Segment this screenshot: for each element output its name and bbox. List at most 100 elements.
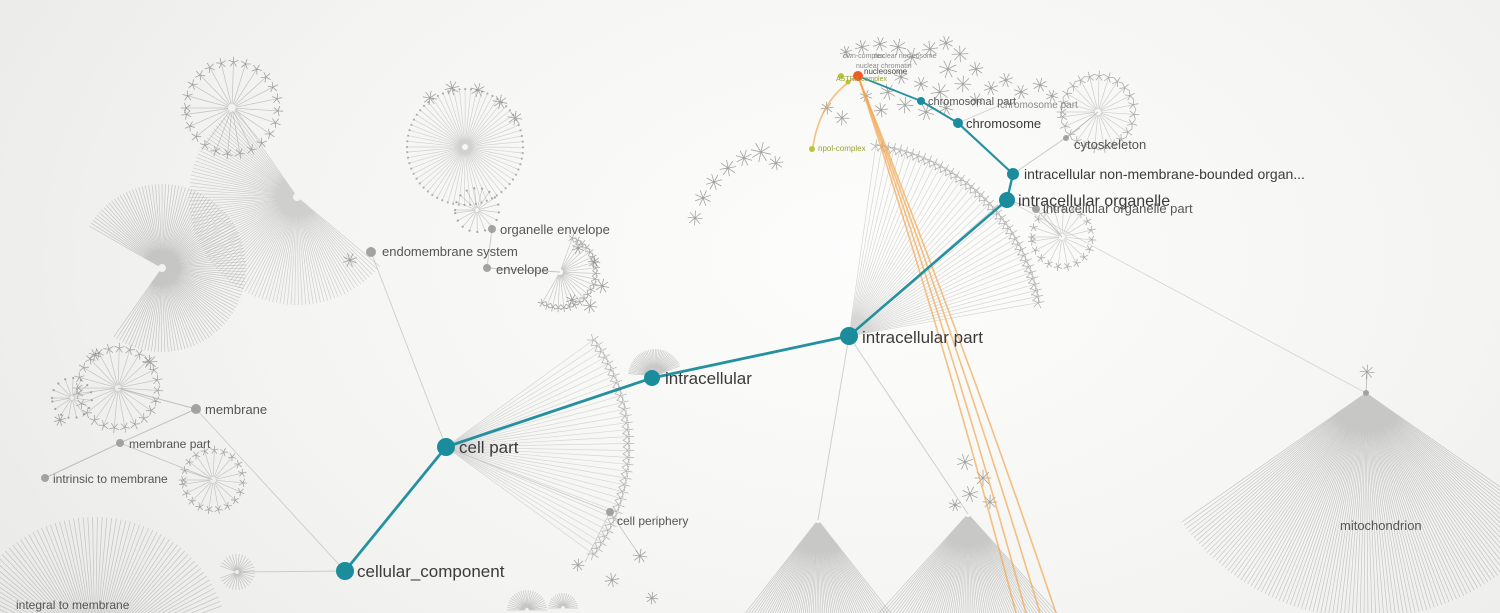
node-flower: [834, 110, 850, 126]
label-intracellular-non-membrane-bounded-organelle[interactable]: intracellular non-membrane-bounded organ…: [1024, 166, 1305, 182]
label-npol-complex[interactable]: npol-complex: [818, 144, 866, 153]
small-disc-bottom: [219, 553, 255, 591]
label-chromosome[interactable]: chromosome: [966, 116, 1041, 131]
graph-edge: [445, 446, 611, 513]
label-astra-complex[interactable]: ASTRA complex: [836, 76, 887, 83]
node-cell-periphery-node[interactable]: [606, 508, 614, 516]
node-flower: [582, 298, 598, 314]
node-flower: [604, 572, 620, 588]
cluster-fan-topleft-tips: [180, 56, 284, 160]
label-intrinsic-to-membrane[interactable]: intrinsic to membrane: [53, 472, 168, 486]
node-nucleosome[interactable]: [853, 71, 863, 81]
label-organelle-envelope[interactable]: organelle envelope: [500, 222, 610, 237]
mitochondrion-fan: [1181, 394, 1500, 613]
node-membrane-part-node[interactable]: [116, 439, 124, 447]
label-chromosomal-part[interactable]: chromosomal part: [928, 96, 1016, 108]
label-cellular-component[interactable]: cellular_component: [357, 562, 505, 581]
orange-edge-layer: [812, 75, 1057, 613]
node-flower: [572, 242, 584, 254]
label-intracellular-part[interactable]: intracellular part: [862, 328, 983, 347]
highlight-edge: [445, 376, 653, 449]
cluster-fan-mid-dandelion-tips: [405, 87, 525, 207]
node-flower: [492, 94, 508, 110]
node-flower: [839, 45, 853, 59]
node-flower: [854, 39, 870, 55]
node-endomembrane-system-node[interactable]: [366, 247, 376, 257]
node-layer: [41, 71, 1369, 580]
node-flower: [687, 210, 703, 226]
node-flower: [968, 61, 984, 77]
membrane-cluster-small-tips: [50, 376, 94, 419]
graph-edge: [195, 408, 346, 572]
label-intracellular-organelle[interactable]: intracellular organelle: [1018, 193, 1170, 210]
node-astra-complex-node-2[interactable]: [845, 79, 851, 85]
node-chromosomal-part[interactable]: [917, 97, 925, 105]
node-npol-complex-node[interactable]: [809, 146, 815, 152]
label-intracellular-organelle-part[interactable]: intracellular organelle part: [1043, 201, 1193, 216]
graph-edge: [370, 251, 447, 448]
label-layer: cellular_component cell part intracellular…: [16, 53, 1422, 612]
node-flower: [914, 77, 928, 91]
node-intracellular-organelle-part-node[interactable]: [1032, 205, 1040, 213]
node-intracellular[interactable]: [644, 370, 660, 386]
node-intracellular-non-membrane-bounded-organelle[interactable]: [1007, 168, 1019, 180]
node-chromosome[interactable]: [953, 118, 963, 128]
label-nuclear-chromatin[interactable]: nuclear chromatin: [856, 63, 912, 70]
label-intracellular[interactable]: intracellular: [665, 369, 752, 388]
node-flower: [957, 454, 973, 470]
node-flower: [705, 173, 723, 191]
tiny-disc-bottom-1: [507, 589, 547, 611]
label-nucleosome[interactable]: nucleosome: [864, 67, 908, 76]
node-flower: [949, 499, 961, 511]
label-cytoskeleton[interactable]: cytoskeleton: [1074, 137, 1146, 152]
label-chromosome-part[interactable]: chromosome part: [1000, 100, 1078, 111]
node-flower: [1359, 364, 1375, 380]
cytoskeleton-cluster-tips: [1056, 70, 1140, 154]
node-flower: [918, 104, 934, 120]
label-own-complex[interactable]: own-complex: [843, 53, 885, 60]
graph-edge: [119, 442, 214, 481]
graph-edge: [239, 570, 346, 573]
graph-edge: [44, 442, 121, 479]
graph-edge: [119, 408, 197, 444]
membrane-cluster-small: [52, 377, 92, 418]
node-cellular-component[interactable]: [336, 562, 354, 580]
node-intracellular-organelle[interactable]: [999, 192, 1015, 208]
node-flower: [88, 348, 102, 362]
bottom-fan-mid: [878, 515, 1058, 613]
node-intracellular-part[interactable]: [840, 327, 858, 345]
node-membrane-node[interactable]: [191, 404, 201, 414]
node-flower: [962, 486, 978, 502]
label-cell-part[interactable]: cell part: [459, 438, 519, 457]
node-envelope-node[interactable]: [483, 264, 491, 272]
label-membrane-part[interactable]: membrane part: [129, 437, 211, 451]
node-flower: [872, 36, 888, 52]
cluster-fan-mid-dandelion: [407, 88, 524, 206]
node-flower: [1013, 84, 1029, 100]
edge-layer: [44, 105, 1368, 573]
highlight-edge-orange: [857, 75, 1027, 613]
label-cell-periphery[interactable]: cell periphery: [617, 514, 688, 528]
node-intrinsic-to-membrane-node[interactable]: [41, 474, 49, 482]
label-envelope[interactable]: envelope: [496, 262, 549, 277]
envelope-cluster: [541, 238, 597, 309]
label-endomembrane-system[interactable]: endomembrane system: [382, 244, 518, 259]
graph-edge: [817, 335, 850, 521]
node-cell-part[interactable]: [437, 438, 455, 456]
label-nuclear-nucleosome[interactable]: nuclear nucleosome: [874, 53, 937, 60]
label-membrane[interactable]: membrane: [205, 402, 267, 417]
label-integral-to-membrane[interactable]: integral to membrane: [16, 598, 130, 612]
node-cytoskeleton-node[interactable]: [1063, 135, 1069, 141]
intracellular-half-disc: [628, 348, 681, 377]
node-flower: [632, 548, 648, 564]
label-mitochondrion[interactable]: mitochondrion: [1340, 518, 1422, 533]
node-astra-complex-node[interactable]: [838, 73, 844, 79]
node-mitochondrion-apex-node[interactable]: [1363, 390, 1369, 396]
node-flower: [889, 38, 907, 56]
node-flower: [565, 293, 579, 307]
highlight-edge: [957, 122, 1014, 175]
intrinsic-cluster: [183, 449, 243, 510]
node-organelle-envelope-node[interactable]: [488, 225, 496, 233]
